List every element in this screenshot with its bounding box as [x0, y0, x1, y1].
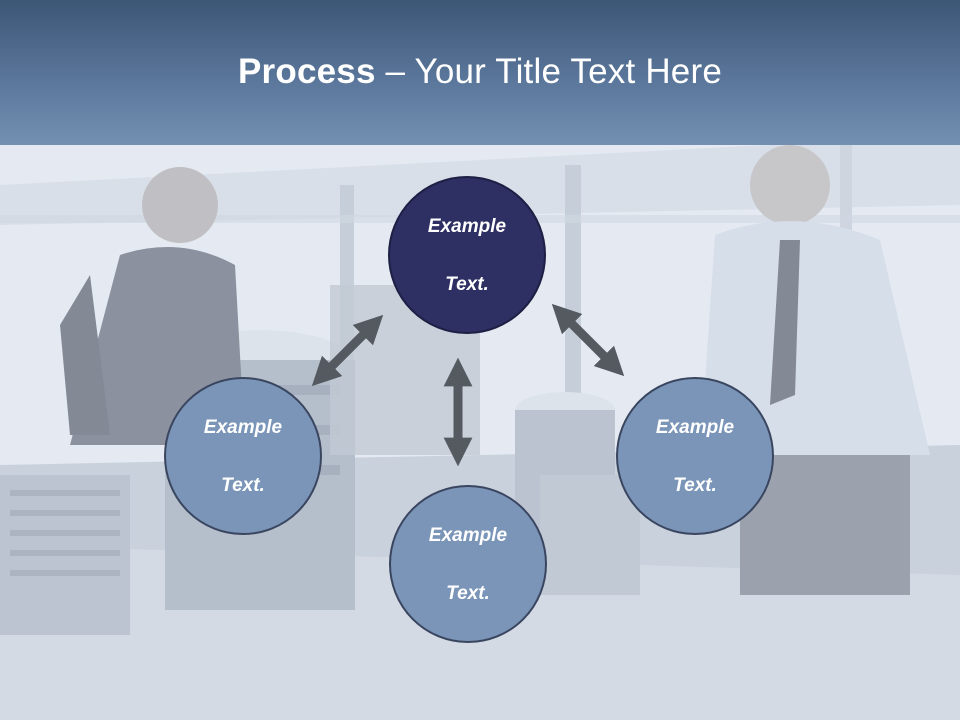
node-bottom-line1: Example [428, 524, 508, 546]
node-top-line1: Example [427, 215, 507, 237]
title-bar: Process – Your Title Text Here [0, 0, 960, 145]
title-bold: Process [238, 52, 376, 91]
node-left-line1: Example [203, 416, 283, 438]
slide-title: Process – Your Title Text Here [0, 52, 960, 92]
node-left-line2: Text. [221, 474, 265, 496]
node-right-line1: Example [655, 416, 735, 438]
node-bottom-line2: Text. [446, 582, 490, 604]
node-right-line2: Text. [673, 474, 717, 496]
left-double-arrow [311, 314, 384, 387]
right-double-arrow [551, 303, 625, 377]
node-top-line2: Text. [445, 273, 489, 295]
title-rest: – Your Title Text Here [375, 52, 722, 91]
